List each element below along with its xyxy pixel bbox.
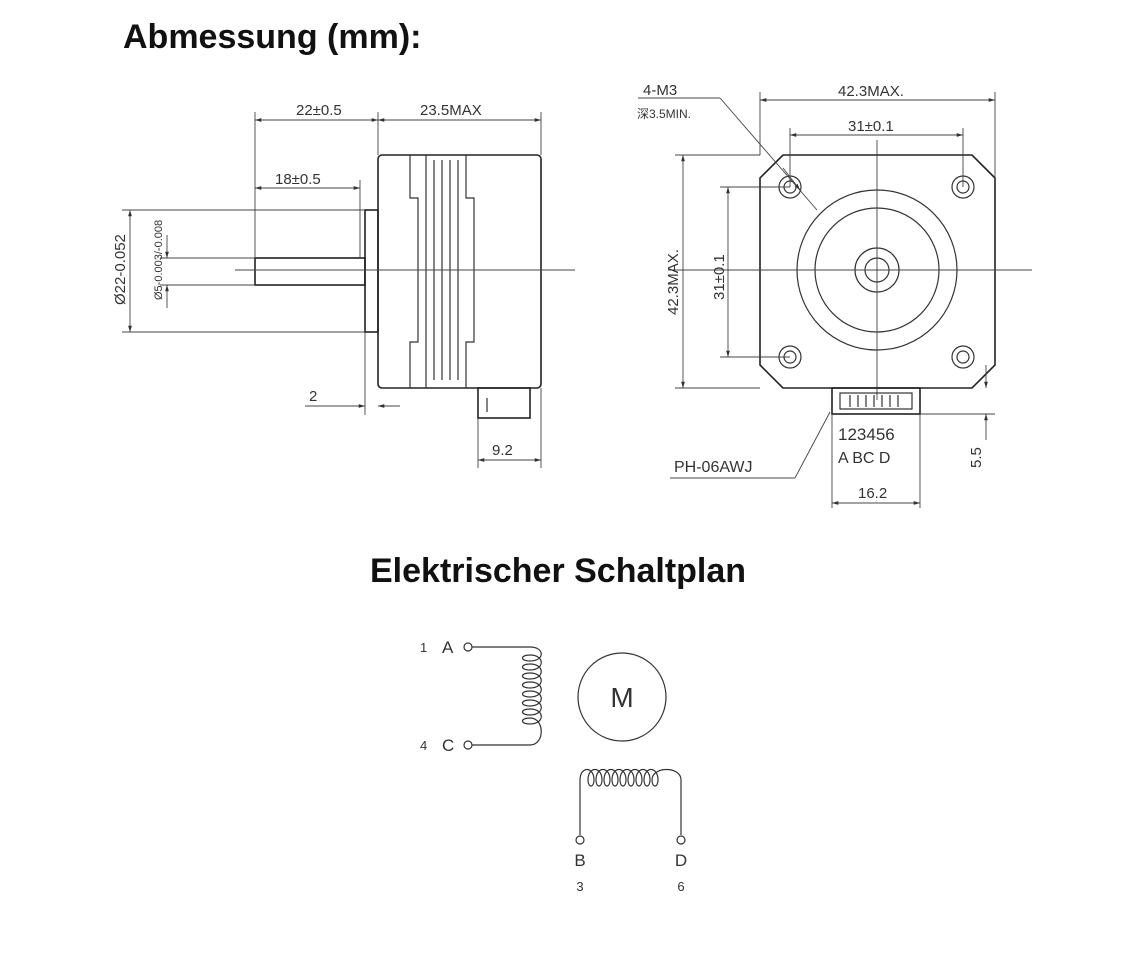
terminal-c [463, 740, 473, 750]
motor-label: M [610, 682, 633, 713]
connector-width-label: 16.2 [858, 485, 887, 502]
pin-letters-label: A BC D [838, 450, 890, 467]
pin-a-label: A [442, 638, 454, 657]
pin-d-label: D [675, 851, 687, 870]
flange-square [759, 154, 996, 389]
pin-b-label: B [574, 851, 585, 870]
terminal-b [575, 835, 585, 845]
thread-depth-label: 深3.5MIN. [637, 107, 691, 121]
pin-c-label: C [442, 736, 454, 755]
coil-bd [579, 768, 682, 835]
connector-offset-label: 9.2 [492, 442, 513, 459]
front-view: 42.3MAX. 31±0.1 42.3MAX. 31±0.1 4-M3 深3.… [637, 82, 1032, 508]
hole-spacing-h-label: 31±0.1 [848, 118, 894, 135]
motor-body [377, 154, 542, 389]
connector-front [831, 387, 921, 415]
thread-spec-label: 4-M3 [643, 82, 677, 99]
mounting-holes [778, 175, 975, 369]
boss [364, 209, 379, 333]
height-label: 42.3MAX. [665, 249, 682, 315]
motor-symbol [577, 652, 667, 742]
wiring-schematic: 1 A 4 C M B 3 D 6 [420, 638, 687, 894]
body-length-label: 23.5MAX [420, 102, 482, 119]
terminal-d [676, 835, 686, 845]
boss-diameter-label: Ø22-0.052 [112, 234, 129, 305]
connector [477, 387, 531, 419]
connector-type-label: PH-06AWJ [674, 459, 753, 476]
pin-6-number: 6 [677, 879, 684, 894]
side-view: 22±0.5 23.5MAX 18±0.5 Ø22-0.052 Ø5-0.003… [112, 102, 575, 468]
width-label: 42.3MAX. [838, 83, 904, 100]
pin-3-number: 3 [576, 879, 583, 894]
shaft-diameter-label: Ø5-0.003/-0.008 [153, 220, 165, 300]
pin-4-number: 4 [420, 738, 427, 753]
dimensions-heading: Abmessung (mm): [123, 18, 422, 56]
boss-height-label: 2 [309, 388, 317, 405]
motor-ribs [409, 155, 475, 388]
pin-1-number: 1 [420, 640, 427, 655]
shaft-length-label: 22±0.5 [296, 102, 342, 119]
schematic-heading: Elektrischer Schaltplan [370, 552, 747, 590]
connector-height-label: 5.5 [968, 447, 985, 468]
terminal-a [463, 642, 473, 652]
pin-numbers-label: 123456 [838, 425, 895, 444]
hole-spacing-v-label: 31±0.1 [711, 254, 728, 300]
flat-length-label: 18±0.5 [275, 171, 321, 188]
coil-ac [521, 646, 542, 746]
shaft [254, 257, 366, 286]
